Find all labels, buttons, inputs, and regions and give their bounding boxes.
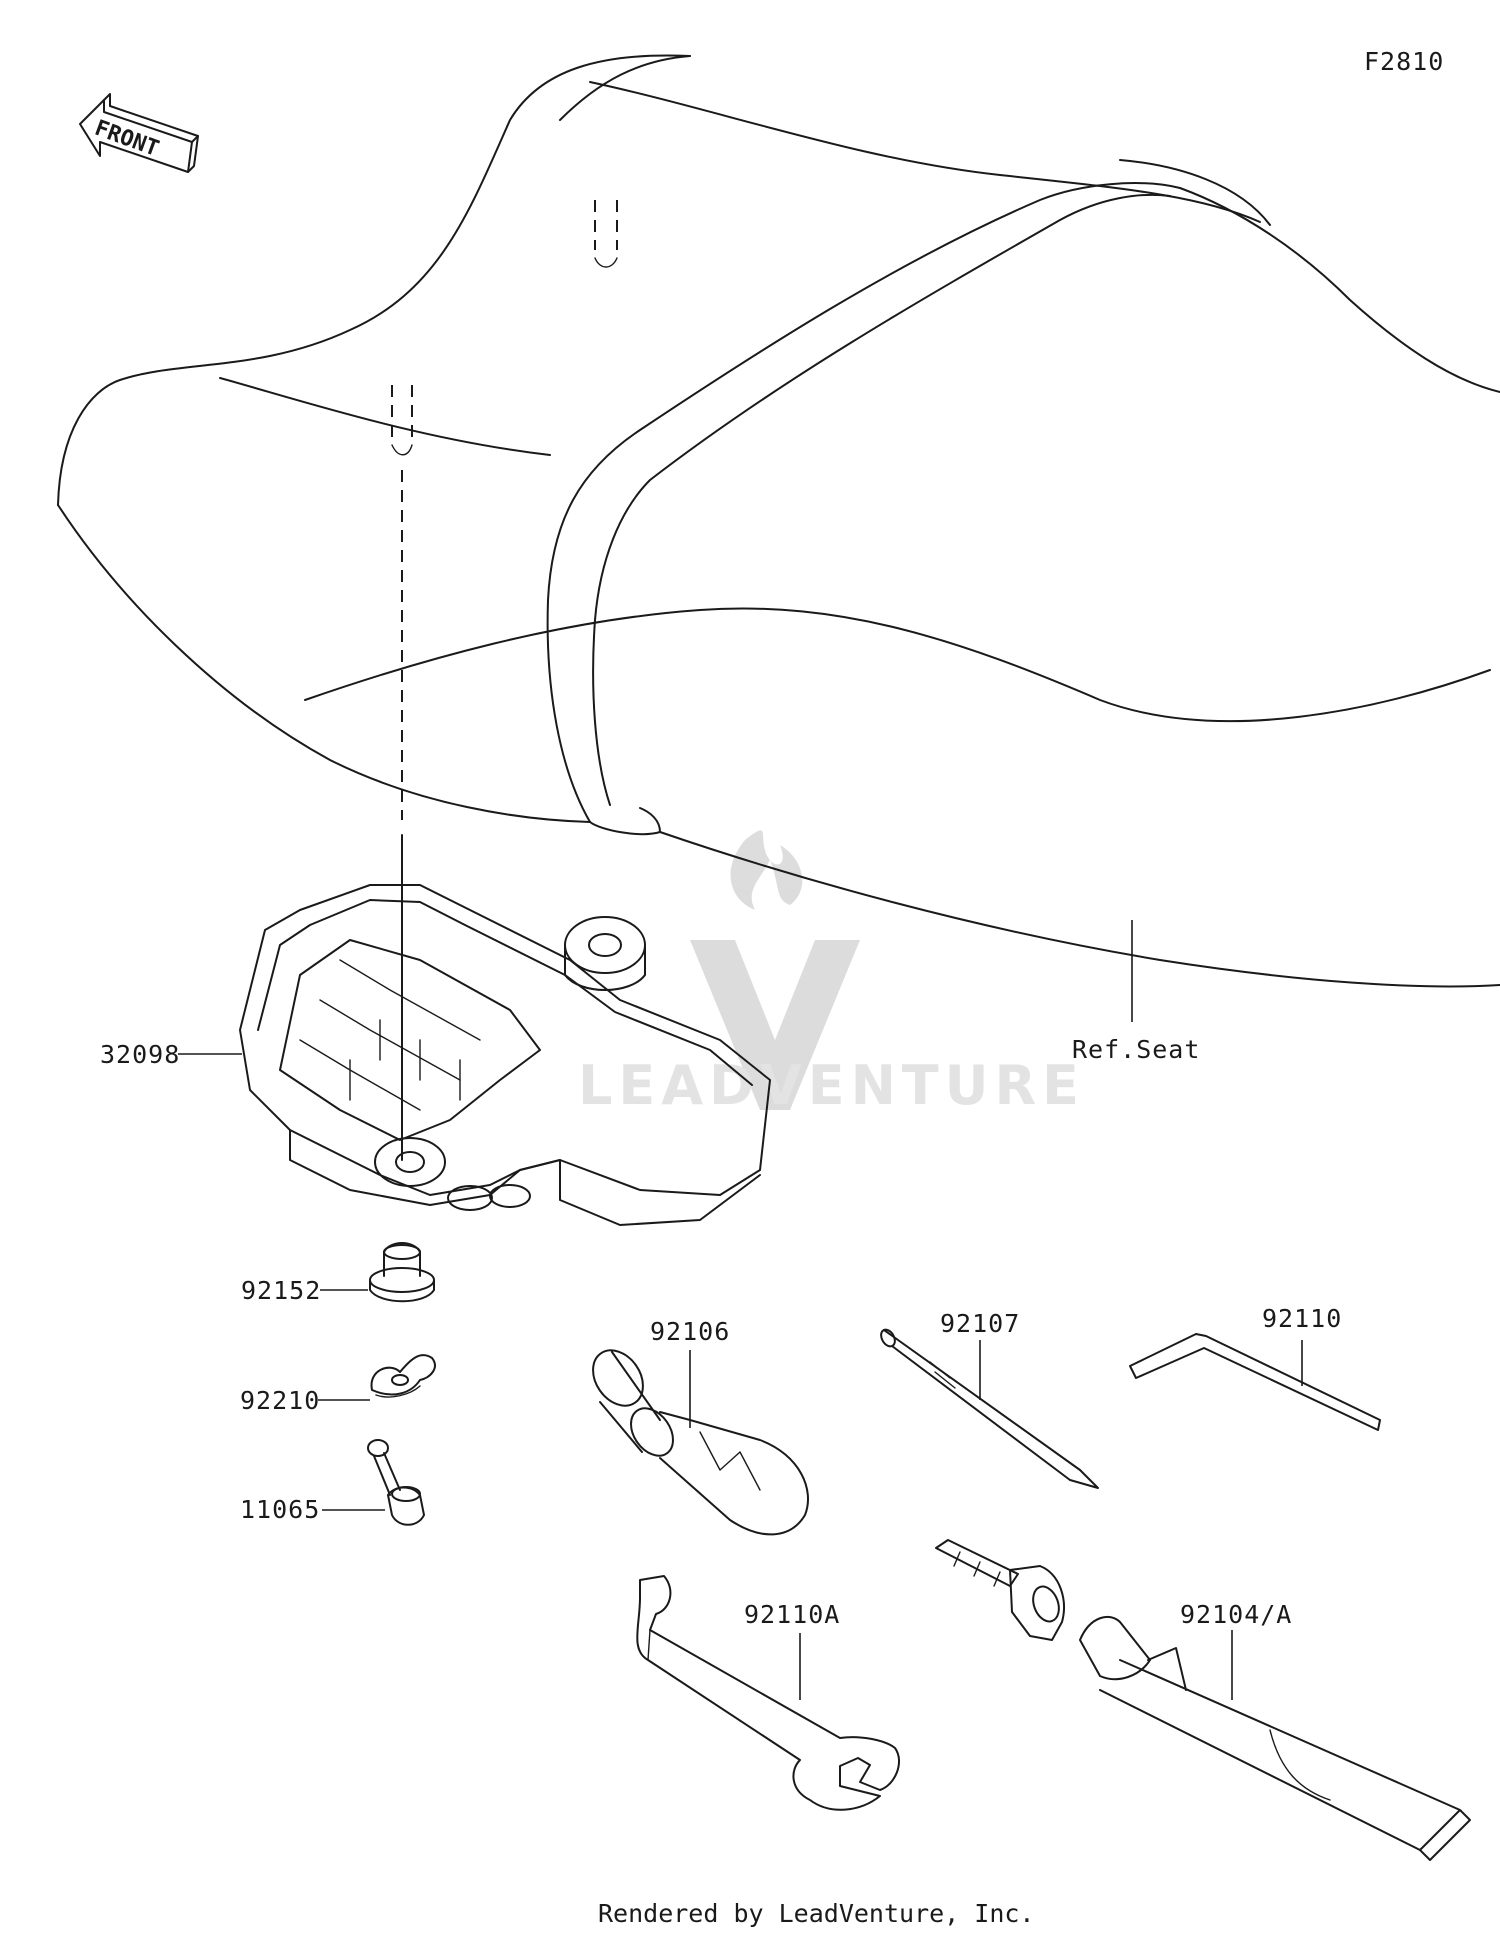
seat (57, 54, 1500, 988)
label-92110: 92110 (1262, 1304, 1342, 1333)
label-92104A: 92104/A (1180, 1600, 1292, 1629)
wing-nut-92210 (370, 1354, 436, 1398)
front-label: FRONT (91, 116, 162, 162)
label-92110A: 92110A (744, 1600, 840, 1629)
label-11065: 11065 (240, 1495, 320, 1524)
label-92152: 92152 (241, 1276, 321, 1305)
repair-kit-tube-92104A (935, 1539, 1471, 1861)
label-92106: 92106 (650, 1317, 730, 1346)
footer-credit: Rendered by LeadVenture, Inc. (598, 1899, 1035, 1928)
watermark-logo: LEADVENTURE (578, 830, 1085, 1117)
screwdriver-handle-92106 (592, 1349, 809, 1536)
ref-seat-callout: Ref.Seat (1072, 920, 1200, 1064)
label-92210: 92210 (240, 1386, 320, 1415)
ref-seat-label: Ref.Seat (1072, 1035, 1200, 1064)
screwdriver-bit-92107 (880, 1328, 1099, 1489)
hex-key-92110 (1129, 1333, 1381, 1431)
collar-92152 (369, 1242, 435, 1303)
figure-code: F2810 (1364, 47, 1444, 76)
label-32098: 32098 (100, 1040, 180, 1069)
front-arrow-icon: FRONT (79, 93, 199, 173)
hook-bolt-11065 (367, 1439, 425, 1526)
tool-case-32098 (239, 884, 771, 1226)
label-92107: 92107 (940, 1309, 1020, 1338)
open-end-wrench-92110A (636, 1575, 900, 1811)
watermark-text: LEADVENTURE (578, 1054, 1085, 1117)
